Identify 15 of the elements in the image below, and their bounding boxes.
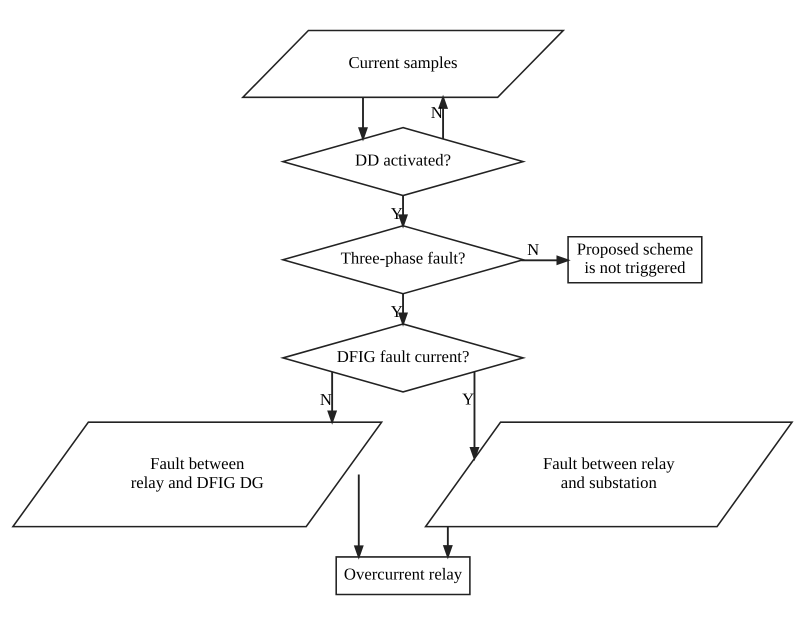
arrow	[398, 293, 408, 326]
node-diamond: DFIG fault current?	[280, 322, 526, 392]
edge-label: N	[319, 390, 332, 409]
arrow	[326, 372, 337, 424]
arrow	[358, 97, 368, 141]
node-diamond: Three-phase fault?	[280, 224, 526, 294]
arrow	[398, 195, 408, 228]
arrow	[442, 526, 452, 559]
arrow	[520, 254, 570, 265]
arrow	[438, 94, 448, 138]
edge-label: N	[526, 239, 539, 258]
arrow	[353, 474, 364, 560]
arrow	[469, 371, 479, 461]
node-box: Overcurrent relay	[334, 556, 470, 595]
node-box: Proposed scheme is not triggered	[566, 236, 702, 284]
